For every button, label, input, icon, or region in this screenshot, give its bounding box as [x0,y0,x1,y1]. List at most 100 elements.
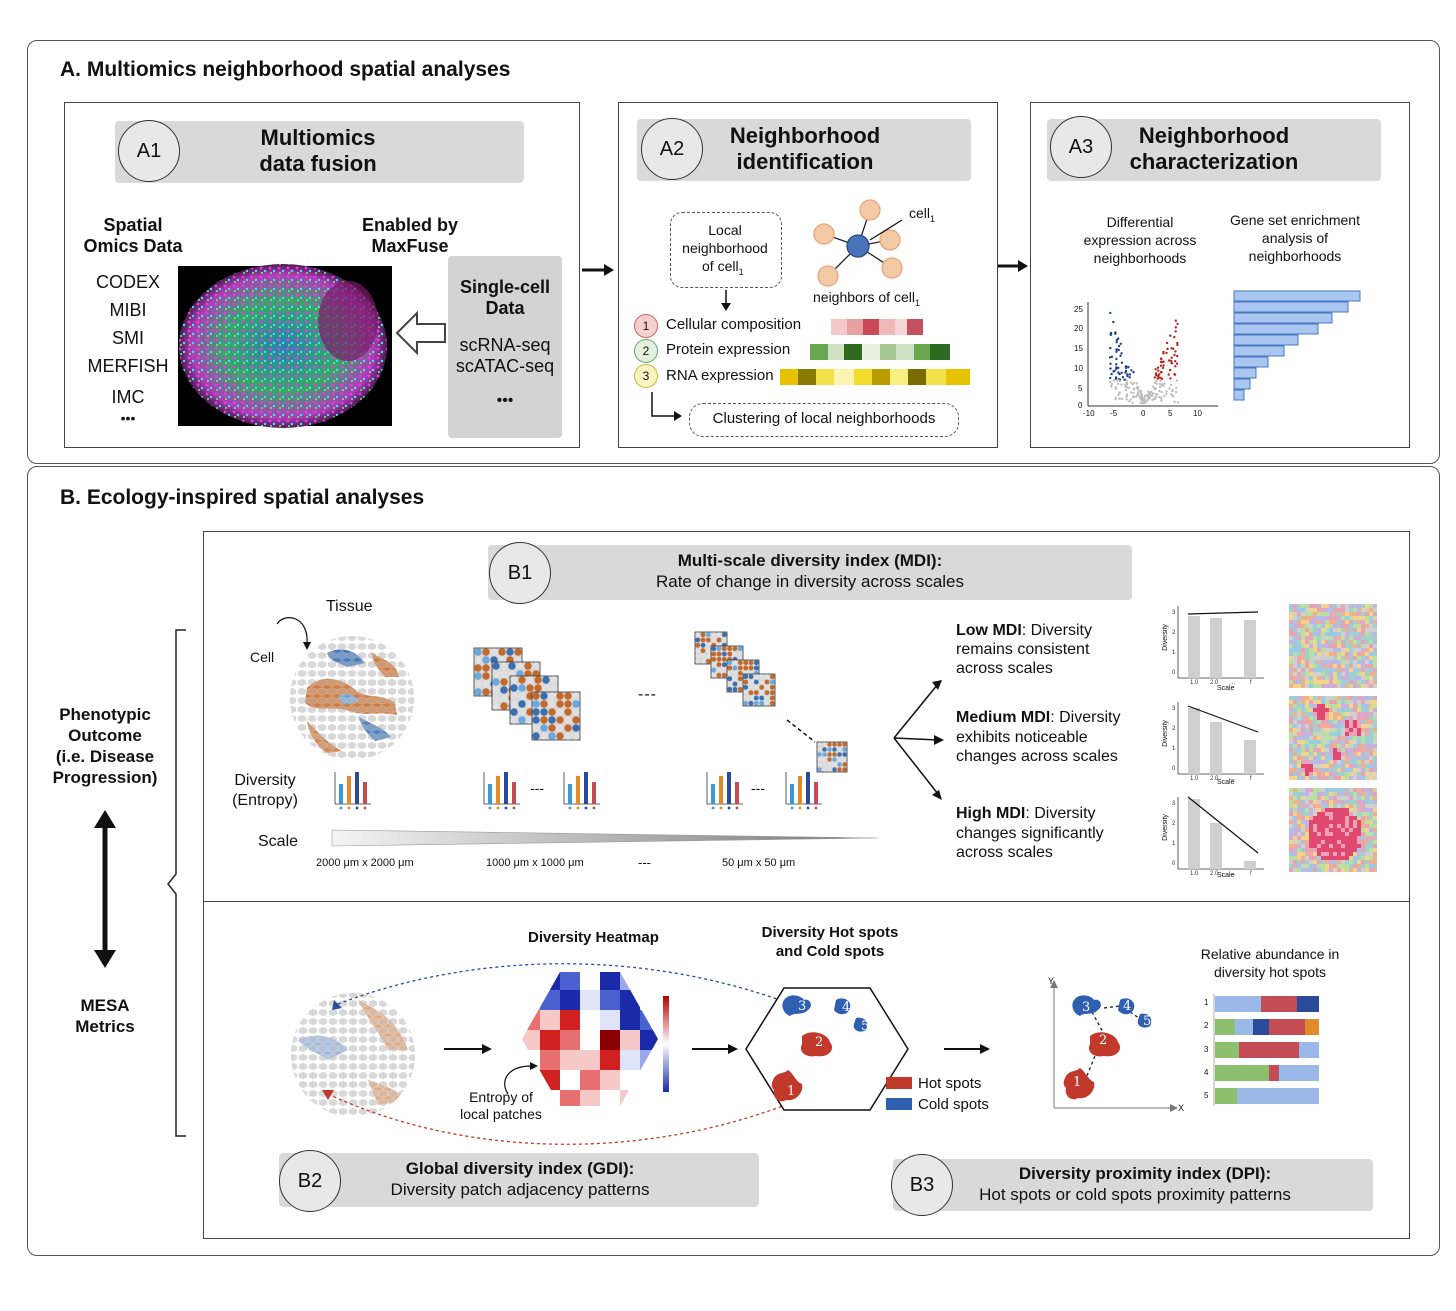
heatmap-title: Diversity Heatmap [528,929,659,946]
svg-text:...: ... [1230,776,1235,782]
enabled-by-line2: MaxFuse [371,236,449,256]
svg-text:...: ... [1230,680,1235,686]
a1-title-line1: Multiomics [260,125,376,150]
legend-cold-swatch [886,1098,912,1110]
b3-title: Diversity proximity index (DPI): [1018,1164,1272,1183]
dotted-link-top [332,963,797,1010]
volcano-ytick: 20 [1074,324,1083,333]
single-cell-item: scATAC-seq [455,356,555,376]
fan-arrows-icon [893,680,944,800]
a1-title-line2: data fusion [259,151,377,176]
volcano-plot [1087,302,1218,407]
scale-50: 50 μm x 50 μm [722,857,796,869]
spatial-item: SMI [111,328,144,348]
svg-text:3: 3 [1172,610,1176,616]
svg-text:1.0: 1.0 [1190,871,1199,877]
prox-spot-1: 1 [1073,1075,1082,1090]
arrow-to-hotspots-icon [692,1044,738,1054]
mdi-ylabel: Diversity [1161,720,1169,747]
axis-y-label: Y [1048,976,1055,986]
tissue-label: Tissue [326,598,373,615]
high-mdi-line3: across scales [956,844,1053,861]
legend-hot-swatch [886,1077,912,1089]
medium-mdi-texture [1289,696,1377,780]
spatial-item: CODEX [95,272,160,292]
single-cell-item: ••• [496,392,514,409]
brace-icon [167,629,186,1137]
section-b-title: B. Ecology-inspired spatial analyses [60,486,425,509]
abundance-row-label: 3 [1204,1045,1209,1054]
entropy-line2: local patches [460,1106,542,1122]
high-mdi-line2: changes significantly [956,825,1104,842]
svg-text:1: 1 [1172,746,1176,752]
single-cell-box [448,256,562,438]
b1-header [488,545,1132,600]
feature-label-1: Cellular composition [666,316,802,333]
svg-text:3: 3 [1172,706,1176,712]
low-mdi-line1: Low MDI: Diversity [956,622,1092,639]
scale-2000: 2000 μm x 2000 μm [316,857,414,869]
diversity-bars-5 [785,772,822,810]
svg-text:2: 2 [1172,821,1176,827]
arrow-to-heatmap-icon [444,1044,492,1054]
prox-spot-3: 3 [1082,1000,1091,1015]
tissue-hex-image [290,636,414,760]
legend-hot-label: Hot spots [918,1075,982,1092]
diversity-bars-1 [334,772,371,810]
b2-tissue-image [291,993,415,1117]
svg-text:0: 0 [1172,766,1176,772]
spatial-omics-line1: Spatial [103,215,163,235]
svg-text:0: 0 [1172,861,1176,867]
abundance-title-line1: Relative abundance in [1200,946,1340,962]
a3-title-line1: Neighborhood [1138,123,1290,148]
gsea-bars [1233,290,1361,401]
abundance-row-label: 2 [1204,1021,1209,1030]
spatial-item: IMC [111,387,145,407]
b2-header [279,1153,759,1207]
svg-text:2: 2 [1172,630,1176,636]
ellipsis-1: --- [638,686,657,703]
svg-text:0: 0 [1172,670,1176,676]
cell1-label: cell1 [909,205,936,224]
svg-text:f: f [1250,871,1252,877]
mdi-ylabel: Diversity [1161,624,1169,651]
med-mdi-line2: exhibits noticeable [956,729,1088,746]
section-a-title: A. Multiomics neighborhood spatial analy… [60,58,511,81]
a1-header [115,121,524,183]
arrow-to-proximity-icon [944,1044,990,1054]
composition-strip [831,319,923,335]
dotted-link-bottom [322,1090,799,1145]
low-mdi-line3: across scales [956,660,1053,677]
cell-pointer-icon [276,617,311,650]
volcano-ytick: 25 [1074,305,1083,314]
volcano-xtick: 0 [1141,409,1146,418]
tiles-2000 [473,647,581,741]
a1-badge: A1 [118,120,180,182]
down-arrow-icon [721,290,731,311]
hotspots-title-line2: and Cold spots [775,943,885,960]
svg-text:3: 3 [1172,801,1176,807]
volcano-xtick: 5 [1168,409,1173,418]
svg-text:f: f [1250,680,1252,686]
phenotypic-line2: Outcome [68,726,142,745]
diff-expr-line2: expression across [1083,232,1197,248]
local-neighborhood-box [670,212,782,288]
hotspots-title-line1: Diversity Hot spots [761,924,899,941]
a2-title-line1: Neighborhood [729,123,881,148]
spatial-omics-line2: Omics Data [83,236,183,256]
volcano-xtick: 10 [1193,409,1202,418]
section-a-panel [27,40,1440,464]
b2-subtitle: Diversity patch adjacency patterns [390,1180,650,1199]
protein-strip [810,344,950,360]
prox-spot-2: 2 [1099,1033,1108,1048]
legend-cold-label: Cold spots [918,1096,989,1113]
feature-badge-3: 3 [634,364,658,388]
section-b-panel [27,466,1440,1256]
cell-label: Cell [250,649,275,665]
feature-label-3: RNA expression [666,367,774,384]
mdi-xlabel: Scale [1217,685,1235,692]
scale-wedge [331,829,879,847]
spatial-item: MIBI [109,300,147,320]
tiles-50 [694,631,848,773]
